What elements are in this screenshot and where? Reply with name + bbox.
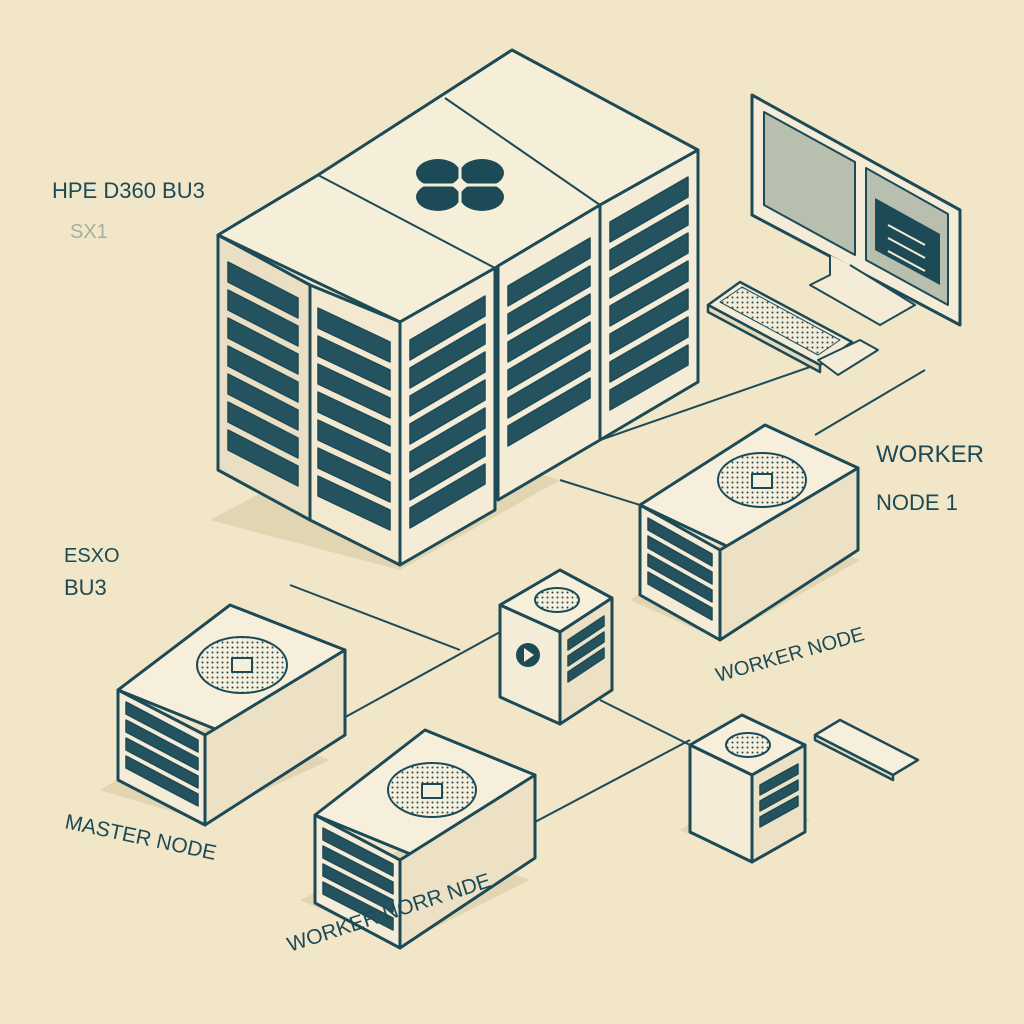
- link-rack-to-worker1: [559, 479, 641, 506]
- left-label-1: ESXO: [64, 545, 120, 567]
- link-rack-to-master-area: [289, 584, 461, 651]
- worker-1-label-line2: NODE 1: [876, 490, 958, 515]
- play-disc-icon: [516, 643, 540, 667]
- server-rack-cluster: [216, 48, 700, 567]
- rack-left-slots: [227, 261, 391, 531]
- link-tower-to-worker-right: [599, 699, 691, 746]
- worker-mid-label: WORKER NODE: [713, 623, 866, 686]
- network-card: [813, 718, 920, 782]
- master-node-server: [116, 603, 347, 827]
- network-links: [289, 359, 926, 823]
- monitor: [750, 93, 962, 327]
- rack-front-slots-3: [609, 176, 689, 411]
- cluster-subtitle-label: SX1: [70, 221, 108, 243]
- tower-server: [498, 568, 614, 726]
- master-node-slots: [125, 701, 199, 807]
- fan-grille-icon: [717, 452, 807, 508]
- worker-1-label-line1: WORKER: [876, 441, 984, 468]
- link-hub-to-worker-bottom: [534, 739, 691, 823]
- rack-front-slots-2: [507, 237, 591, 447]
- link-rack-to-keyboard: [599, 359, 831, 441]
- fan-grille-icon: [196, 636, 288, 694]
- keyboard: [706, 280, 879, 376]
- left-label-2: BU3: [64, 575, 107, 600]
- small-tower-server: [688, 713, 807, 864]
- worker-bottom-server: [313, 728, 537, 950]
- flower-logo-icon: [416, 159, 504, 211]
- rack-front-slots-1: [409, 295, 486, 529]
- link-keyboard-to-worker1: [814, 369, 926, 436]
- link-master-to-hub: [339, 631, 501, 721]
- fan-grille-icon: [387, 762, 477, 818]
- worker-bottom-slots: [322, 827, 394, 931]
- cluster-title-label: HPE D360 BU3: [52, 178, 205, 203]
- worker-node-1-slots: [647, 517, 713, 621]
- worker-node-1-server: [638, 423, 860, 642]
